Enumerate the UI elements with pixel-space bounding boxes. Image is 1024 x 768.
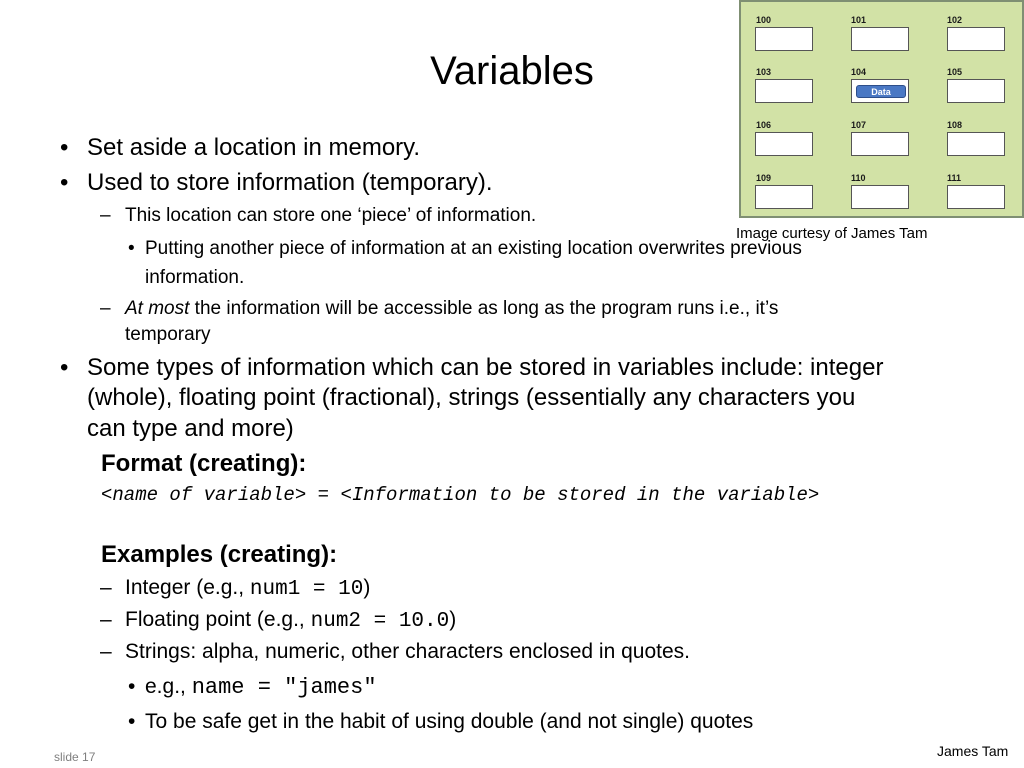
dash-marker: –: [100, 640, 112, 663]
examples-heading: Examples (creating):: [101, 541, 338, 568]
memory-cell-111: [947, 185, 1005, 209]
code-num2: num2 = 10.0: [310, 610, 450, 633]
memory-cell-110: [851, 185, 909, 209]
cell-label-105: 105: [947, 67, 963, 77]
dash-marker: –: [100, 298, 111, 319]
dash-marker: –: [100, 608, 112, 631]
memory-cell-107: [851, 132, 909, 156]
cell-label-102: 102: [947, 15, 963, 25]
bullet-dot: •: [128, 710, 136, 733]
memory-cell-102: [947, 27, 1005, 51]
bullet-dot: •: [60, 354, 69, 381]
cell-label-104: 104: [851, 67, 867, 77]
memory-cell-106: [755, 132, 813, 156]
slide-number: slide 17: [54, 750, 96, 764]
sub-bullet-2-cont: temporary: [125, 324, 211, 345]
cell-label-108: 108: [947, 120, 963, 130]
emphasis-at-most: At most: [125, 298, 190, 319]
dash-marker: –: [100, 205, 111, 226]
code-name: name = "james": [191, 675, 377, 700]
memory-cell-100: [755, 27, 813, 51]
cell-label-109: 109: [756, 173, 772, 183]
slide-title: Variables: [430, 49, 594, 93]
memory-cell-103: [755, 79, 813, 103]
format-code: <name of variable> = <Information to be …: [101, 484, 820, 506]
bullet-dot: •: [128, 238, 135, 259]
memory-cell-105: [947, 79, 1005, 103]
cell-label-101: 101: [851, 15, 867, 25]
sub-sub-bullet-1-cont: information.: [145, 267, 245, 288]
footer-author: James Tam: [937, 743, 1009, 759]
bullet-3-line-3: can type and more): [87, 415, 294, 442]
cell-label-103: 103: [756, 67, 772, 77]
cell-label-106: 106: [756, 120, 772, 130]
bullet-3-line-2: (whole), floating point (fractional), st…: [87, 384, 856, 411]
cell-label-110: 110: [851, 173, 866, 183]
image-caption: Image curtesy of James Tam: [736, 225, 928, 242]
memory-cell-109: [755, 185, 813, 209]
dash-marker: –: [100, 576, 112, 599]
memory-cell-108: [947, 132, 1005, 156]
cell-label-100: 100: [756, 15, 772, 25]
code-num1: num1 = 10: [249, 578, 364, 601]
bullet-dot: •: [128, 675, 136, 698]
memory-cell-101: [851, 27, 909, 51]
memory-diagram: 100 101 102 103 104 105 Data 106 107 108…: [739, 0, 1024, 218]
memory-cell-104: Data: [851, 79, 909, 103]
bullet-dot: •: [60, 169, 69, 196]
bullet-dot: •: [60, 134, 69, 161]
cell-label-107: 107: [851, 120, 867, 130]
format-heading: Format (creating):: [101, 450, 307, 477]
data-tag: Data: [856, 85, 906, 98]
cell-label-111: 111: [947, 173, 962, 183]
